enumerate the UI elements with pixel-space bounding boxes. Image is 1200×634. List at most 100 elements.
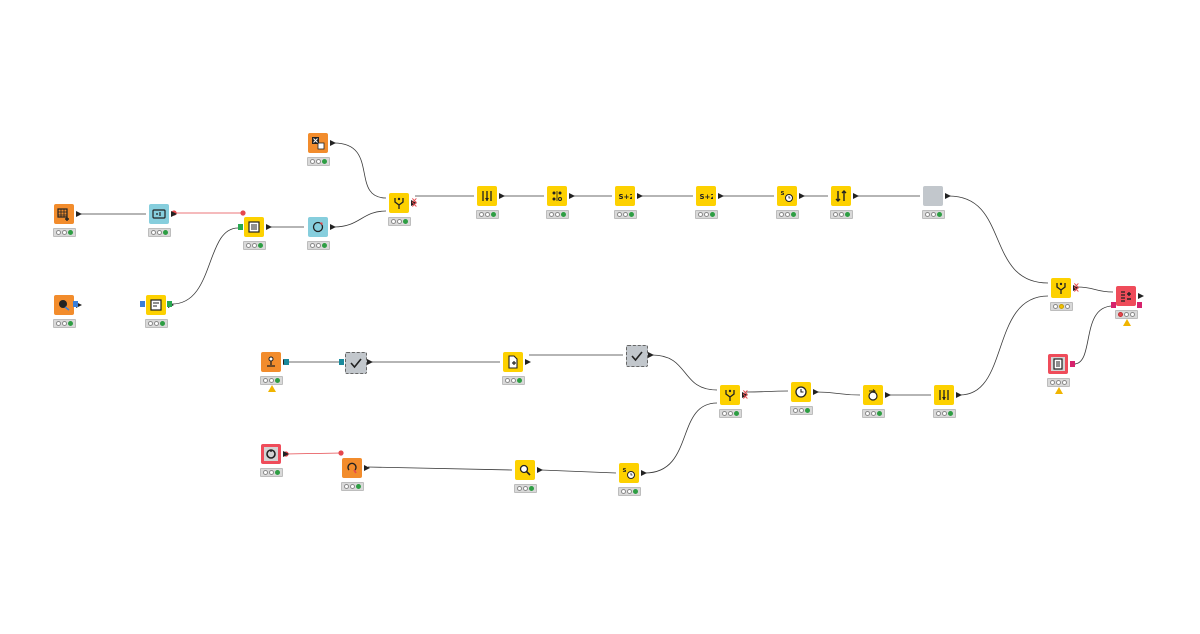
output-port[interactable] — [367, 358, 373, 365]
metanode-check-icon[interactable] — [626, 345, 648, 367]
output-port[interactable] — [569, 192, 575, 199]
status-light — [1124, 312, 1129, 317]
node-status-traffic-light — [514, 484, 537, 493]
string-manipulation-icon[interactable]: S+2 — [615, 186, 635, 206]
status-light — [529, 486, 534, 491]
output-port[interactable] — [799, 192, 805, 199]
db-connector-icon[interactable] — [54, 295, 74, 315]
output-port[interactable] — [76, 301, 82, 308]
output-port[interactable] — [171, 210, 177, 217]
connection[interactable] — [948, 195, 1049, 284]
connection[interactable] — [959, 295, 1049, 396]
status-light — [62, 230, 67, 235]
status-light — [845, 212, 850, 217]
node-status-traffic-light — [1050, 302, 1073, 311]
credentials-icon[interactable] — [261, 444, 281, 464]
output-port[interactable] — [813, 388, 819, 395]
status-light — [263, 378, 268, 383]
connection[interactable] — [333, 142, 387, 199]
output-port[interactable] — [499, 192, 505, 199]
loop-start-icon[interactable] — [308, 217, 328, 237]
output-port[interactable] — [637, 192, 643, 199]
output-port[interactable] — [1073, 284, 1079, 291]
node-status-traffic-light — [1047, 378, 1070, 387]
flow-variable-connection[interactable] — [285, 452, 342, 455]
groupby-icon[interactable] — [547, 186, 567, 206]
connection[interactable] — [1076, 286, 1114, 293]
column-filter-icon[interactable] — [477, 186, 497, 206]
table-view-icon[interactable] — [244, 217, 264, 237]
typed-port[interactable] — [339, 359, 344, 365]
connection[interactable] — [540, 469, 617, 474]
flow-variable-port[interactable] — [338, 450, 344, 456]
typed-port[interactable] — [1137, 302, 1142, 308]
node-status-traffic-light — [776, 210, 799, 219]
file-connector-icon[interactable] — [261, 352, 281, 372]
joiner-icon[interactable] — [389, 193, 409, 213]
connection[interactable] — [367, 466, 513, 471]
json-path-icon[interactable] — [515, 460, 535, 480]
connection[interactable] — [745, 390, 789, 393]
output-port[interactable] — [76, 210, 82, 217]
status-light — [403, 219, 408, 224]
output-port[interactable] — [364, 464, 370, 471]
status-light — [517, 378, 522, 383]
date-time-icon[interactable] — [791, 382, 811, 402]
output-port[interactable] — [718, 192, 724, 199]
typed-port[interactable] — [140, 301, 145, 307]
status-light — [925, 212, 930, 217]
flow-variable-port[interactable] — [240, 210, 246, 216]
output-port[interactable] — [648, 351, 654, 358]
output-port[interactable] — [1138, 292, 1144, 299]
joiner-icon[interactable] — [720, 385, 740, 405]
output-port[interactable] — [411, 199, 417, 206]
connection[interactable] — [333, 210, 387, 228]
typed-port[interactable] — [284, 359, 289, 365]
typed-port[interactable] — [238, 224, 243, 230]
table-creator-icon[interactable] — [54, 204, 74, 224]
joiner-icon[interactable] — [1051, 278, 1071, 298]
connection[interactable] — [171, 227, 239, 305]
output-port[interactable] — [885, 391, 891, 398]
inactive-port-icon: ×× — [1073, 281, 1080, 294]
typed-port[interactable] — [1070, 361, 1075, 367]
component-icon[interactable] — [923, 186, 943, 206]
db-writer-icon[interactable] — [1116, 286, 1136, 306]
column-filter-icon[interactable] — [934, 385, 954, 405]
output-port[interactable] — [525, 358, 531, 365]
connection[interactable] — [644, 402, 718, 474]
string-manipulation-icon[interactable]: S+2 — [696, 186, 716, 206]
output-port[interactable] — [742, 391, 748, 398]
connection[interactable] — [651, 354, 718, 391]
output-port[interactable] — [283, 450, 289, 457]
output-port[interactable] — [641, 469, 647, 476]
output-port[interactable] — [266, 223, 272, 230]
output-port[interactable] — [537, 466, 543, 473]
output-port[interactable] — [945, 192, 951, 199]
rest-reader-icon[interactable] — [342, 458, 362, 478]
output-port[interactable] — [330, 223, 336, 230]
db-query-icon[interactable] — [146, 295, 166, 315]
typed-port[interactable] — [73, 301, 78, 307]
output-port[interactable] — [853, 192, 859, 199]
string-to-date-icon[interactable]: S — [619, 463, 639, 483]
output-port[interactable] — [330, 139, 336, 146]
sorter-icon[interactable] — [831, 186, 851, 206]
string-to-date-icon[interactable]: S — [777, 186, 797, 206]
typed-port[interactable] — [167, 301, 172, 307]
output-port[interactable] — [956, 391, 962, 398]
db-connection-icon[interactable] — [1048, 354, 1068, 374]
connection[interactable] — [816, 391, 861, 396]
metanode-check-icon[interactable] — [345, 352, 367, 374]
excel-reader-icon[interactable] — [308, 133, 328, 153]
file-reader-icon[interactable] — [503, 352, 523, 372]
connection[interactable] — [1073, 305, 1114, 365]
status-light — [710, 212, 715, 217]
variable-to-table-icon[interactable] — [149, 204, 169, 224]
date-shift-icon[interactable] — [863, 385, 883, 405]
typed-port[interactable] — [1111, 302, 1116, 308]
status-light — [517, 486, 522, 491]
status-light — [621, 489, 626, 494]
status-light — [785, 212, 790, 217]
